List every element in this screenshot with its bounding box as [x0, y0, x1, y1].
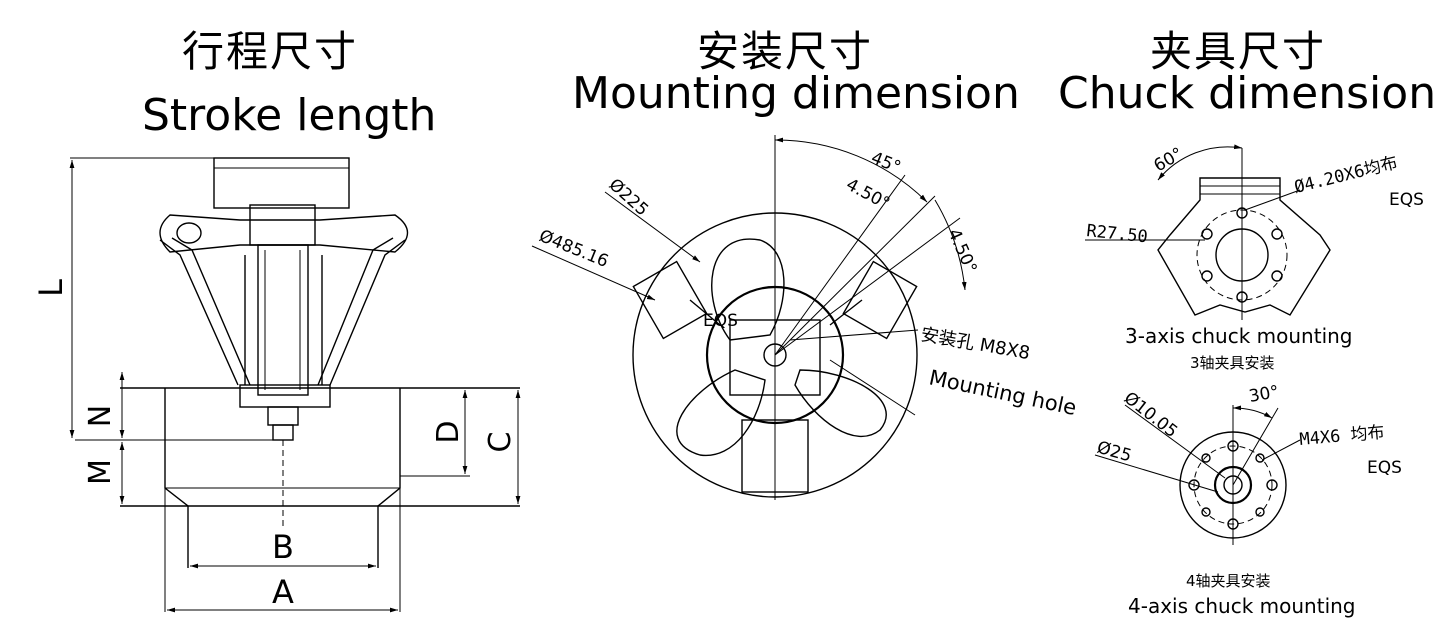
robot-center-shaft — [257, 244, 309, 396]
chuck4-hole-7 — [1201, 507, 1211, 517]
arm-right-outer — [329, 239, 406, 386]
mounting-center-body — [705, 285, 845, 425]
chuck4-hole-3 — [1188, 479, 1200, 491]
mount-arm-left — [632, 260, 708, 340]
label-a: A — [272, 573, 294, 611]
chuck4-leader-holes — [1261, 439, 1301, 461]
blade-right — [794, 369, 887, 438]
robot-motor-box — [213, 157, 350, 209]
ray-4-50 — [774, 217, 961, 356]
arm-left-outer — [159, 239, 239, 386]
chuck4-dia-25: Ø25 — [1095, 438, 1134, 467]
chuck3-arc-60 — [1157, 144, 1243, 181]
chuck3-caption-zh: 3轴夹具安装 — [1190, 354, 1275, 372]
leader-225 — [604, 191, 701, 263]
arm-link-l — [689, 299, 721, 326]
stroke-drawing: L N M D C B A — [32, 157, 521, 613]
workspace-left-edge — [164, 388, 189, 568]
mount-arm-right — [842, 260, 918, 340]
chuck-title-en: Chuck dimension — [1058, 68, 1437, 119]
label-d: D — [431, 420, 466, 443]
chuck4-leader-25 — [1094, 454, 1219, 493]
label-n: N — [83, 405, 118, 427]
arm-link-r — [829, 299, 863, 326]
chuck3-leader-holes — [1244, 189, 1301, 211]
label-dia-225: Ø225 — [605, 175, 652, 221]
chuck3-hole-3 — [1201, 228, 1213, 240]
label-dia-485: Ø485.16 — [536, 226, 611, 272]
robot-base-plate — [159, 214, 409, 253]
chuck4-angle: 30° — [1247, 382, 1280, 407]
arm-right-inner — [317, 237, 394, 386]
end-effector-tip — [272, 424, 294, 441]
chuck4-hole-6 — [1255, 453, 1265, 463]
chuck4-leader-10 — [1124, 404, 1226, 479]
chuck3-drawing: 60° Ø4.20X6均布 EQS R27.50 — [1085, 144, 1424, 320]
chuck3-hole-6 — [1271, 270, 1283, 282]
chuck3-radius-label: R27.50 — [1085, 221, 1148, 247]
chuck4-hole-4 — [1266, 479, 1278, 491]
label-angle-4-50-b: 4.50° — [943, 226, 980, 276]
chuck4-hole-8 — [1255, 507, 1265, 517]
label-mounting-hole-en: Mounting hole — [927, 365, 1079, 420]
chuck4-holes-label: M4X6 均布 — [1299, 423, 1386, 450]
arm-left-inner — [171, 237, 251, 386]
chuck3-body — [1157, 177, 1331, 316]
label-angle-4-50-a: 4.50° — [843, 175, 893, 214]
chuck-title-zh: 夹具尺寸 — [1150, 27, 1327, 76]
end-effector-tool — [267, 406, 299, 426]
chuck3-hole-4 — [1271, 228, 1283, 240]
label-m: M — [83, 459, 118, 485]
mounting-title-zh: 安装尺寸 — [697, 27, 874, 76]
chuck4-dia-10: Ø10.05 — [1120, 388, 1181, 442]
label-angle-45: 45° — [868, 148, 903, 178]
label-c: C — [483, 432, 518, 453]
chuck3-caption-en: 3-axis chuck mounting — [1125, 324, 1353, 348]
label-l: L — [32, 279, 70, 297]
chuck3-hole-5 — [1201, 270, 1213, 282]
label-eqs-mount: EQS — [703, 311, 738, 331]
mounting-center-hole — [763, 343, 787, 367]
label-mounting-hole-zh: 安装孔 M8X8 — [919, 324, 1031, 364]
leader-mounting-hole-2 — [829, 359, 916, 416]
label-b: B — [272, 528, 294, 566]
workspace-right-edge — [377, 388, 401, 568]
chuck4-arc-30 — [1232, 405, 1273, 419]
leader-485 — [531, 245, 656, 301]
ray-45 — [774, 195, 936, 356]
chuck3-holes-label: Ø4.20X6均布 — [1292, 153, 1399, 198]
arc-45 — [774, 137, 928, 203]
blade-top — [711, 238, 785, 341]
chuck4-caption-en: 4-axis chuck mounting — [1128, 594, 1356, 618]
chuck4-drawing: Ø10.05 Ø25 30° M4X6 均布 EQS — [1095, 382, 1402, 545]
chuck3-eqs: EQS — [1389, 190, 1424, 210]
chuck4-hole-5 — [1201, 453, 1211, 463]
chuck4-eqs: EQS — [1367, 458, 1402, 478]
chuck4-ray-30 — [1232, 407, 1279, 486]
stroke-title-en: Stroke length — [142, 90, 437, 141]
joint-left — [176, 222, 202, 244]
blade-left — [676, 369, 766, 457]
mount-arm-bottom — [741, 419, 809, 493]
arc-4-50 — [934, 199, 967, 291]
mounting-center-plate — [729, 319, 821, 396]
mounting-drawing: 45° 4.50° 4.50° Ø225 Ø485.16 EQS 安装孔 M8X… — [531, 135, 1079, 500]
ray-4-50-b — [774, 174, 906, 356]
stroke-title-zh: 行程尺寸 — [182, 27, 359, 76]
robot-hub — [249, 204, 316, 246]
mounting-title-en: Mounting dimension — [572, 68, 1020, 119]
chuck4-caption-zh: 4轴夹具安装 — [1186, 572, 1271, 590]
leader-mounting-hole — [789, 329, 919, 341]
chuck3-angle: 60° — [1151, 144, 1187, 176]
